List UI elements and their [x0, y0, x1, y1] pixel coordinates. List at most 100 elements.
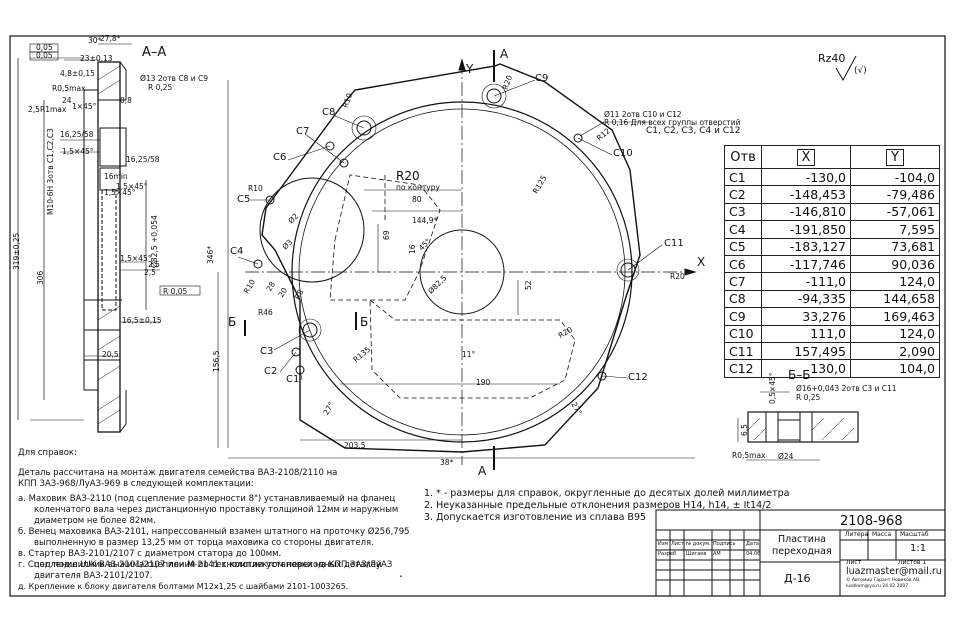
- aa-dim-22: 20,5: [102, 350, 119, 359]
- note-line: а. Маховик ВАЗ-2110 (под сцепление разме…: [18, 494, 396, 504]
- dim-contour-note: по контуру: [396, 183, 440, 192]
- aa-hole-tol: R 0,25: [148, 83, 173, 92]
- starter-bore: [259, 177, 365, 283]
- bb-hole-tol: R 0,25: [796, 393, 821, 402]
- bb-dim-d24: Ø24: [778, 452, 794, 461]
- row-x: -117,746: [761, 254, 851, 274]
- dim-80: 80: [412, 195, 422, 204]
- roughness-label: Rz40: [818, 52, 846, 65]
- dim-156: 156,5: [212, 350, 221, 372]
- point-c1: C1: [286, 374, 300, 385]
- point-c9: C9: [535, 73, 549, 84]
- row-x: -183,127: [761, 237, 851, 256]
- row-y: -57,061: [850, 202, 940, 222]
- aa-dim-11: 16,25/58: [60, 130, 94, 139]
- row-hole: C11: [724, 341, 762, 361]
- section-a-bottom: А: [478, 464, 487, 478]
- row-x: -146,810: [761, 202, 851, 222]
- row-hole: C12: [724, 359, 762, 378]
- dim-r20-contour: R20: [396, 169, 420, 183]
- point-c2: C2: [264, 366, 278, 377]
- dim-190: 190: [476, 378, 491, 387]
- dim-69: 69: [382, 230, 391, 240]
- row-hole: C6: [724, 254, 762, 274]
- tb-sheet: Лист: [846, 559, 862, 566]
- aa-dim-6: 24: [62, 96, 72, 105]
- row-x: -111,0: [761, 272, 851, 291]
- holes-tol: R 0,16 Для всех группы отверстий: [604, 118, 741, 127]
- coordinates-table: Отв X Y C1-130,0-104,0 C2-148,453-79,486…: [724, 145, 940, 378]
- tb-row2-initials: АМ: [713, 551, 721, 557]
- row-y: 124,0: [850, 324, 940, 343]
- aa-dim-0: 27,8*: [100, 34, 121, 43]
- page-mark: .: [399, 566, 403, 580]
- plate-outer-contour: [261, 63, 641, 453]
- table-row: C1-130,0-104,0: [724, 167, 940, 187]
- row-hole: C9: [724, 307, 762, 326]
- holes-note: Ø11 2отв C10 и C12: [604, 110, 682, 119]
- point-c7: C7: [296, 126, 310, 137]
- general-note: 2. Неуказанные предельные отклонения раз…: [424, 500, 772, 511]
- row-x: 157,495: [761, 341, 851, 361]
- dim-38: 38*: [440, 458, 454, 467]
- row-y: -104,0: [850, 167, 940, 187]
- tb-sheets: Листов 1: [898, 559, 927, 566]
- row-x: -191,850: [761, 220, 851, 239]
- section-aa-view: [17, 43, 201, 433]
- row-y: 104,0: [850, 359, 940, 378]
- bb-dim-r05: R0,5max: [732, 451, 766, 460]
- tb-designation: 2108-968: [840, 514, 903, 529]
- note-line: диаметром не более 82мм.: [34, 516, 156, 526]
- row-y: 7,595: [850, 220, 940, 239]
- aa-dim-8: 2,5: [28, 105, 40, 114]
- point-c5: C5: [237, 194, 251, 205]
- aa-dim-15: 1,5×45°: [116, 182, 148, 191]
- aa-dim-16: 2,5: [144, 268, 156, 277]
- table-row: C3-146,810-57,061: [724, 202, 940, 222]
- row-x: 33,276: [761, 307, 851, 326]
- tb-name-1: Пластина: [778, 534, 827, 545]
- notes-header: Для справок:: [18, 448, 77, 458]
- section-aa-title: А–А: [142, 45, 167, 60]
- note-line: под подшипник выжима сцепления по технол…: [34, 560, 393, 570]
- row-y: -79,486: [850, 185, 940, 204]
- row-hole: C2: [724, 185, 762, 204]
- note-line: б. Венец маховика ВАЗ-2101, напрессованн…: [18, 527, 410, 537]
- roughness-symbol: [835, 55, 857, 82]
- dim-r10-b: R10: [248, 184, 263, 193]
- tb-email: luazmaster@mail.ru: [846, 566, 942, 577]
- aa-dim-3: 0,05: [36, 51, 53, 60]
- aa-dim-21: 16,5±0,15: [122, 316, 162, 325]
- row-y: 124,0: [850, 272, 940, 291]
- general-note: 3. Допускается изготовление из сплава В9…: [424, 512, 647, 523]
- row-y: 2,090: [850, 341, 940, 361]
- note-line: двигателя ВАЗ-2101/2107.: [34, 571, 153, 581]
- note-line: Деталь рассчитана на монтаж двигателя се…: [18, 468, 338, 478]
- dim-203: 203,5: [344, 441, 366, 450]
- dim-144: 144,9*: [412, 216, 438, 225]
- table-row: C2-148,453-79,486: [724, 185, 940, 204]
- point-c6: C6: [273, 152, 287, 163]
- aa-hole-note: Ø13 2отв C8 и C9: [140, 74, 209, 83]
- aa-dim-25: 30*: [88, 36, 102, 45]
- aa-dim-12: 1,5×45°: [62, 147, 94, 156]
- tb-row2-role: Разраб: [658, 551, 677, 557]
- aa-dim-2: 0,05: [36, 43, 53, 52]
- aa-dim-10: 0,8: [120, 96, 132, 105]
- aa-dim-27: 16,25/58: [126, 155, 160, 164]
- aa-dim-17: R 0,05: [163, 287, 188, 296]
- row-y: 90,036: [850, 254, 940, 274]
- point-c8: C8: [322, 107, 336, 118]
- dim-11deg: 11°: [462, 350, 476, 359]
- tb-scale: 1:1: [910, 543, 927, 554]
- aa-dim-4: 4,8±0,15: [60, 69, 95, 78]
- holes-list: C1, C2, C3, C4 и C12: [646, 126, 741, 136]
- dim-r46: R46: [258, 308, 273, 317]
- tb-hdr-date: Дата: [746, 541, 759, 547]
